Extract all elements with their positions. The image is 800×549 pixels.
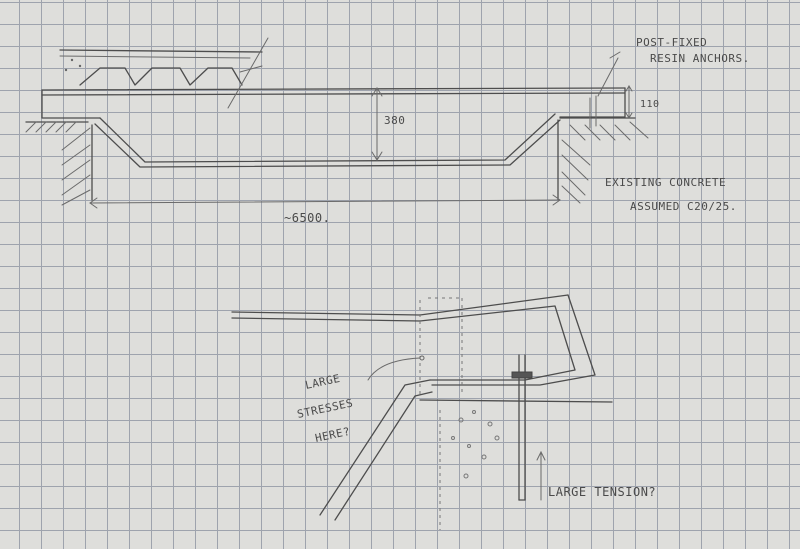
thickness-dimension-label: 110 — [640, 99, 660, 110]
anchors-label-line1: POST-FIXED — [636, 36, 707, 49]
stress-label-line1: LARGE — [304, 372, 342, 392]
stress-label-line2: STRESSES — [296, 396, 354, 421]
tension-label: LARGE TENSION? — [548, 485, 656, 499]
depth-dimension-label: 380 — [384, 114, 405, 127]
dimension-depth — [371, 87, 383, 161]
detail-sketch — [231, 294, 613, 530]
stress-label-line3: HERE? — [314, 425, 352, 445]
right-support-hatch — [557, 117, 649, 204]
slab-section — [41, 87, 626, 168]
left-support-hatch — [25, 121, 93, 206]
concrete-label-line2: ASSUMED C20/25. — [630, 200, 737, 213]
dimension-span — [89, 194, 561, 209]
dimension-thickness — [625, 85, 633, 119]
span-dimension-label: ~6500. — [284, 211, 330, 225]
resin-anchor-marks — [589, 51, 621, 129]
concrete-label-line1: EXISTING CONCRETE — [605, 176, 726, 189]
anchors-label-line2: RESIN ANCHORS. — [650, 52, 750, 65]
decking-profile — [59, 37, 269, 109]
